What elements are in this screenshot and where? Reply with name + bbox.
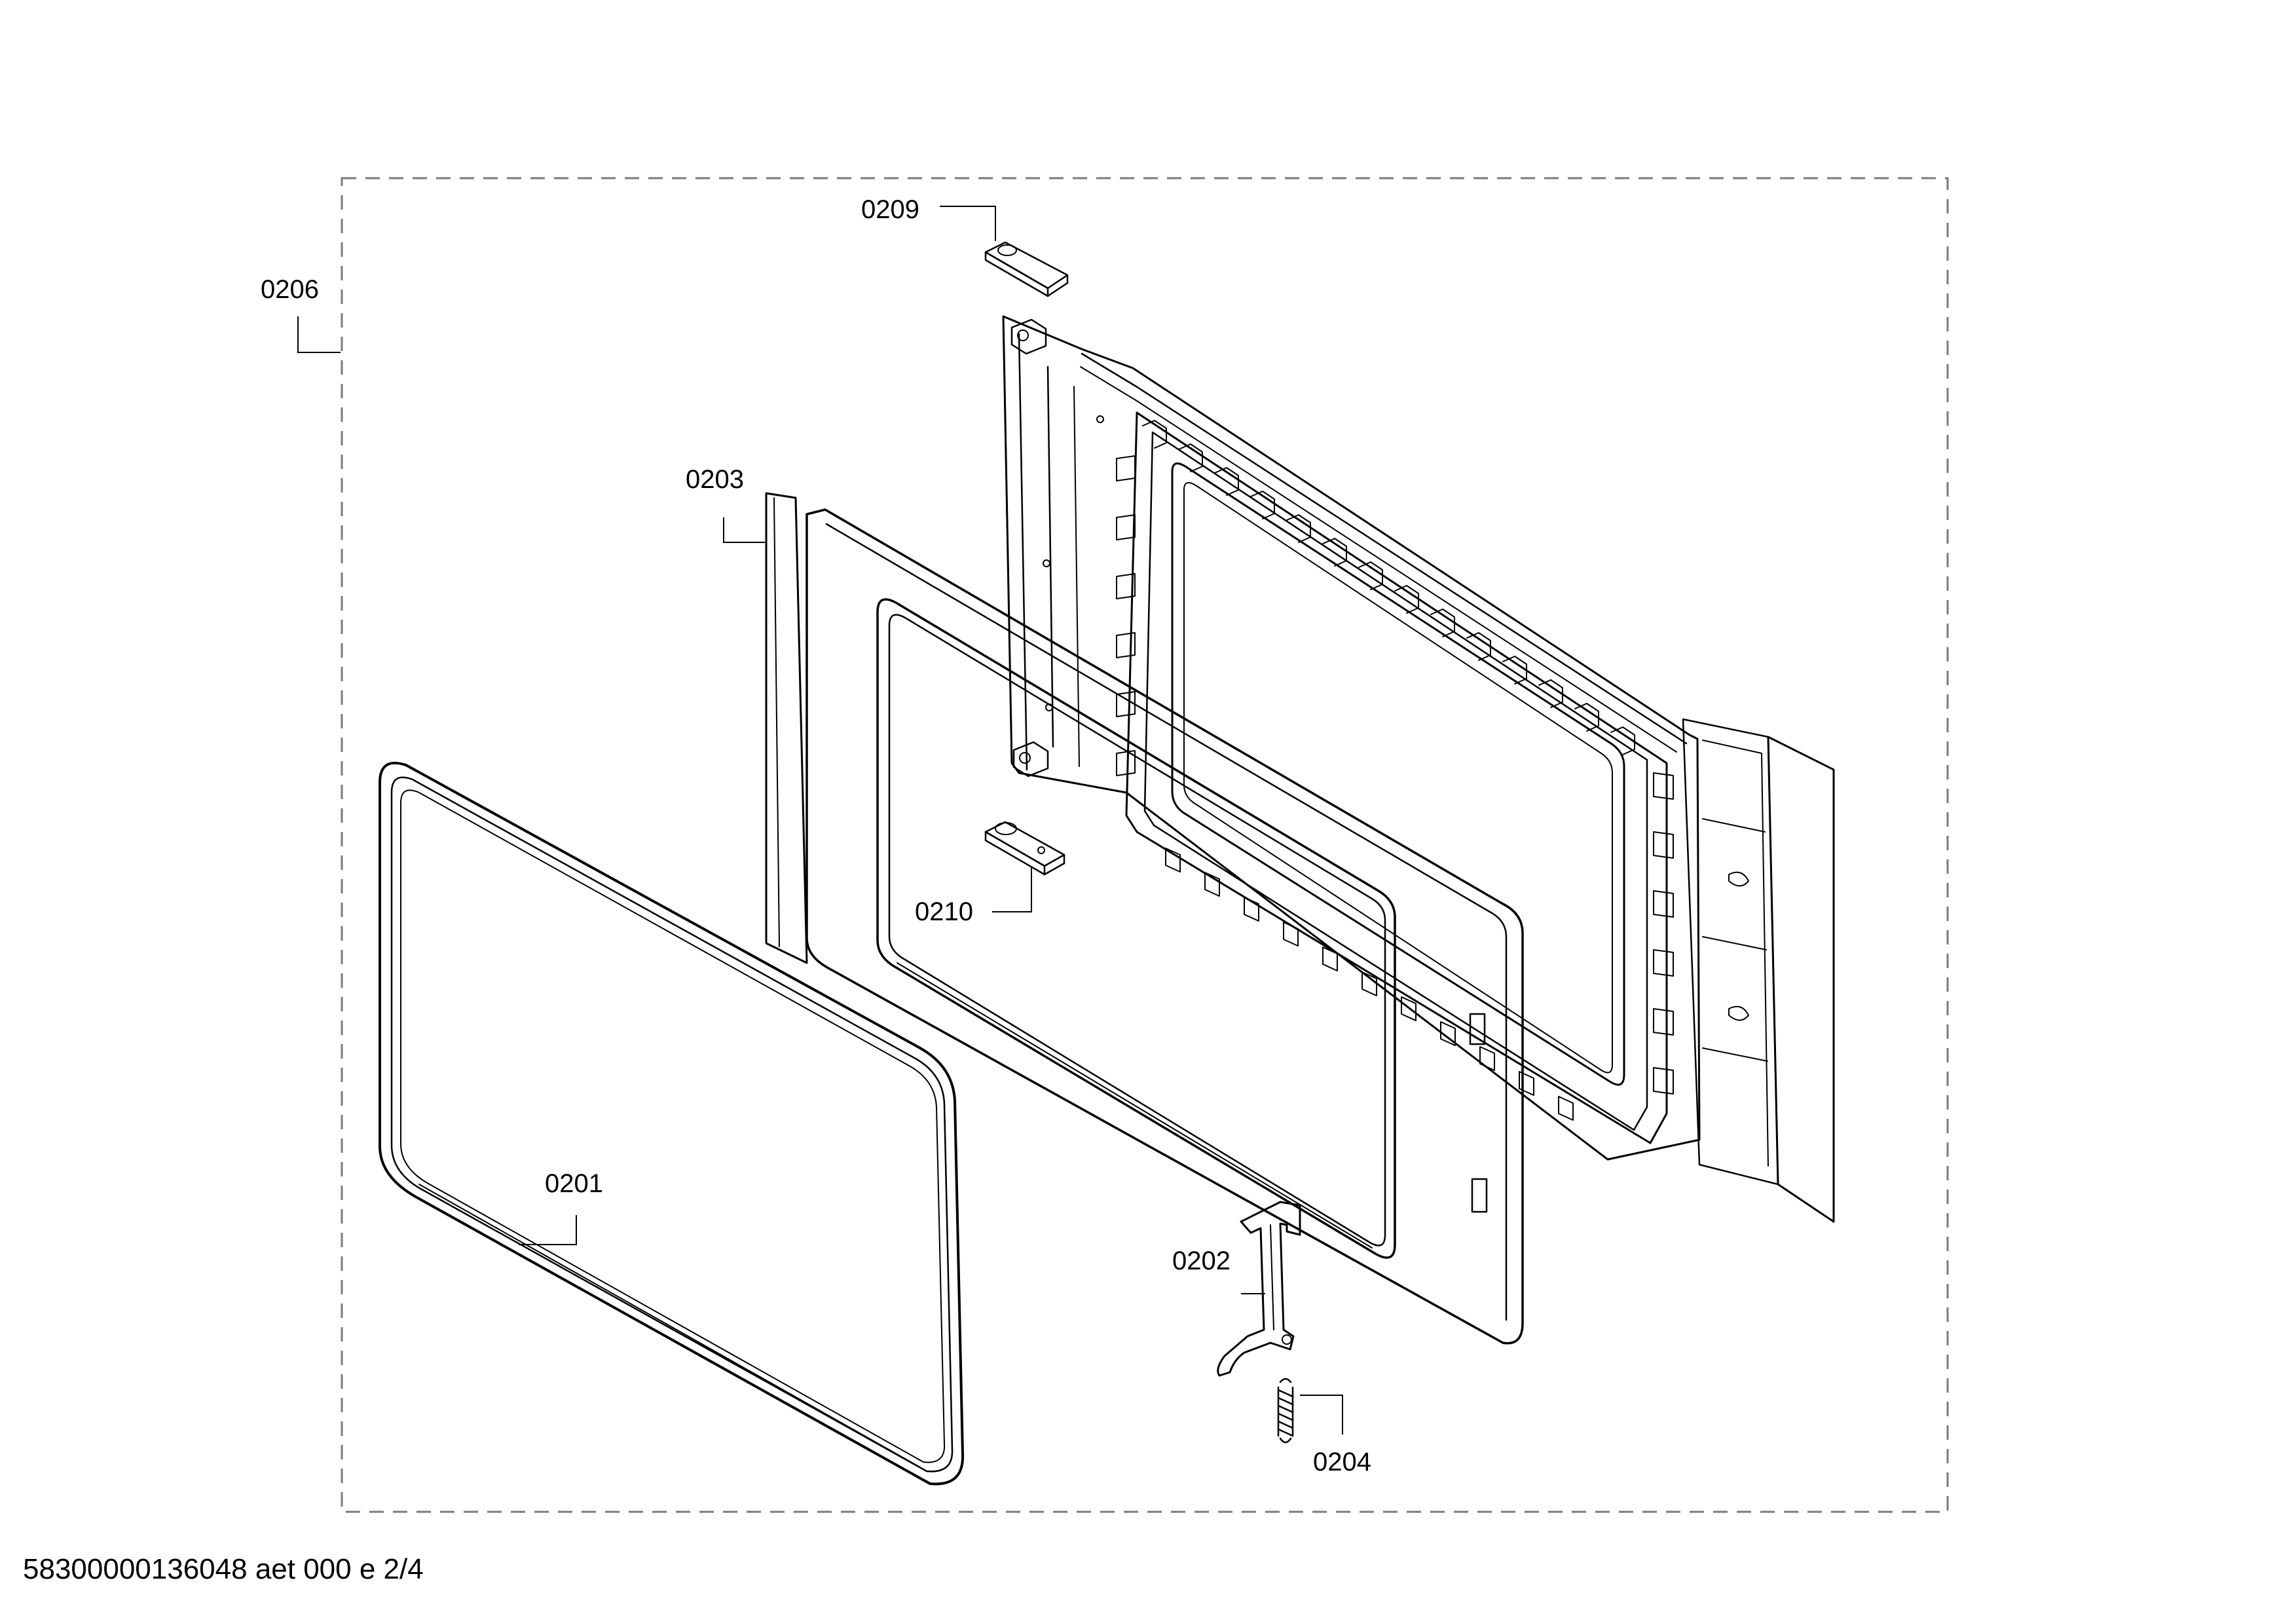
bracket-0210	[984, 821, 1065, 876]
leader-lines	[297, 206, 1343, 1435]
outer-glass-panel	[379, 761, 965, 1486]
spring-0204	[1277, 1378, 1294, 1444]
label-assembly-0206: 0206	[261, 275, 319, 304]
label-part-0210: 0210	[915, 897, 973, 926]
label-part-0201: 0201	[545, 1169, 603, 1198]
latch-hook-0202	[1217, 1201, 1301, 1377]
bracket-0209	[984, 241, 1069, 297]
label-part-0204: 0204	[1313, 1448, 1371, 1476]
label-part-0202: 0202	[1172, 1247, 1231, 1275]
assembly-boundary	[341, 177, 1949, 1513]
label-part-0209: 0209	[861, 195, 919, 224]
drawing-reference-footer: 58300000136048 aet 000 e 2/4	[23, 1553, 424, 1585]
inner-door-frame	[1002, 315, 1835, 1223]
door-front-panel	[765, 492, 1524, 1345]
label-part-0203: 0203	[686, 465, 744, 494]
